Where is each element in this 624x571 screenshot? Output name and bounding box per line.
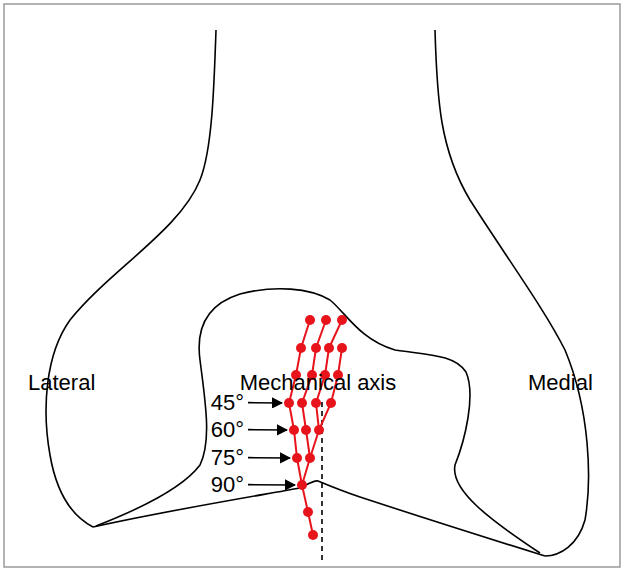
tunnel-dot bbox=[311, 343, 321, 353]
tunnel-line bbox=[302, 485, 313, 535]
side-label: Lateral bbox=[28, 370, 95, 395]
tunnel-paths bbox=[284, 315, 347, 540]
tunnel-dot bbox=[324, 343, 334, 353]
angle-label: 90° bbox=[211, 472, 244, 497]
tunnel-dot bbox=[303, 507, 313, 517]
angle-label: 60° bbox=[211, 417, 244, 442]
axis-label: Mechanical axis bbox=[240, 370, 397, 395]
femur-lateral-outline bbox=[46, 30, 216, 527]
tunnel-dot bbox=[297, 480, 307, 490]
tunnel-dot bbox=[337, 315, 347, 325]
angle-arrows bbox=[248, 403, 295, 485]
tunnel-dot bbox=[326, 398, 336, 408]
tunnel-dot bbox=[321, 315, 331, 325]
tunnel-dot bbox=[284, 398, 294, 408]
tunnel-dot bbox=[311, 398, 321, 408]
leader-arrow bbox=[248, 484, 295, 486]
leader-arrow bbox=[248, 402, 282, 404]
condyle-bottom-outline bbox=[93, 481, 545, 556]
femur-medial-outline bbox=[435, 30, 588, 556]
side-label: Medial bbox=[528, 370, 593, 395]
tunnel-dot bbox=[308, 530, 318, 540]
tunnel-dot bbox=[289, 425, 299, 435]
frame bbox=[4, 4, 620, 567]
tunnel-dot bbox=[296, 343, 306, 353]
tunnel-dot bbox=[292, 453, 302, 463]
tunnel-dot bbox=[297, 398, 307, 408]
angle-label: 45° bbox=[211, 390, 244, 415]
tunnel-dot bbox=[337, 343, 347, 353]
angle-label: 75° bbox=[211, 445, 244, 470]
trochlea-outline bbox=[96, 289, 540, 553]
tunnel-dot bbox=[305, 315, 315, 325]
tunnel-dot bbox=[314, 425, 324, 435]
tunnel-dot bbox=[301, 425, 311, 435]
leader-arrow bbox=[248, 429, 287, 431]
leader-arrow bbox=[248, 457, 290, 459]
tunnel-dot bbox=[305, 453, 315, 463]
